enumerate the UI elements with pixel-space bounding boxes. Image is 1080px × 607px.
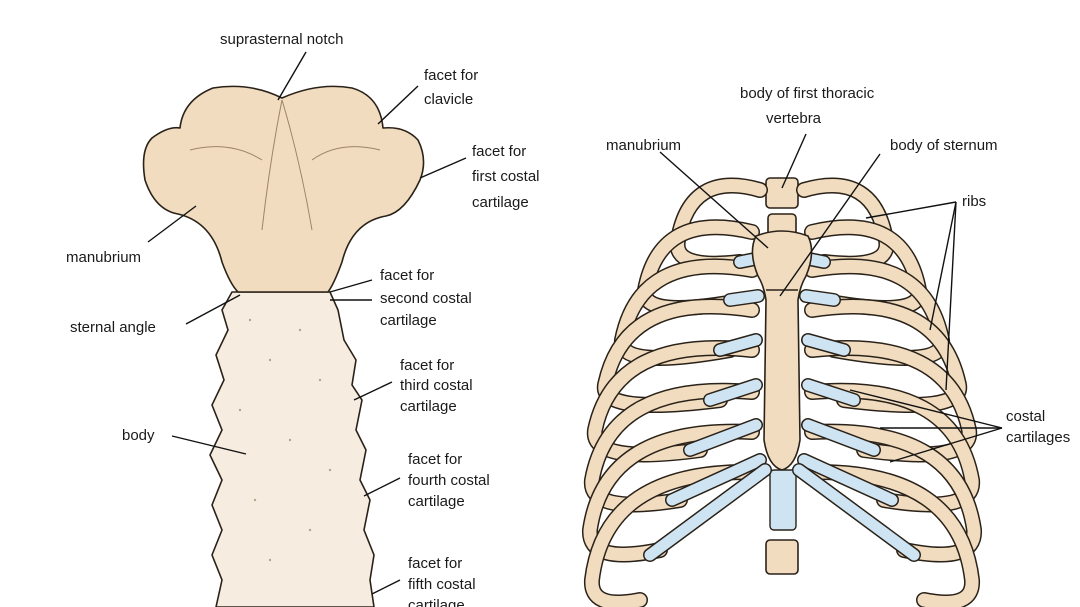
costal-cartilages-shapes <box>643 251 921 562</box>
sternum-illustration: suprasternal notch facet for clavicle fa… <box>66 31 540 607</box>
label-facet-clavicle-1: facet for <box>424 67 478 84</box>
left-leader-lines <box>147 51 467 595</box>
label-suprasternal-notch: suprasternal notch <box>220 31 343 48</box>
label-facet-first-1: facet for <box>472 143 526 160</box>
label-facet-fifth-1: facet for <box>408 555 462 572</box>
label-facet-fifth-2: fifth costal <box>408 576 476 593</box>
manubrium-shading <box>189 99 381 231</box>
label-facet-second-1: facet for <box>380 267 434 284</box>
label-facet-clavicle-2: clavicle <box>424 91 473 108</box>
thorax-illustration: body of first thoracic vertebra manubriu… <box>582 85 1070 607</box>
label-facet-fifth-3: cartilage <box>408 597 465 607</box>
label-costal-2: cartilages <box>1006 429 1070 446</box>
label-body-of-sternum: body of sternum <box>890 137 998 154</box>
ribs-right <box>796 177 982 607</box>
label-facet-second-2: second costal <box>380 290 472 307</box>
label-facet-fourth-1: facet for <box>408 451 462 468</box>
left-labels: suprasternal notch facet for clavicle fa… <box>66 31 540 607</box>
label-facet-first-2: first costal <box>472 168 540 185</box>
right-labels: body of first thoracic vertebra manubriu… <box>606 85 1070 446</box>
label-manubrium-right: manubrium <box>606 137 681 154</box>
label-facet-second-3: cartilage <box>380 312 437 329</box>
body-texture <box>238 318 332 562</box>
label-first-thoracic-1: body of first thoracic <box>740 85 875 102</box>
label-manubrium-left: manubrium <box>66 249 141 266</box>
label-facet-third-3: cartilage <box>400 398 457 415</box>
vertebral-column <box>765 177 799 575</box>
label-costal-1: costal <box>1006 408 1045 425</box>
label-facet-fourth-3: cartilage <box>408 493 465 510</box>
right-leader-lines <box>659 133 1003 463</box>
thorax-sternum <box>751 230 813 471</box>
label-facet-third-1: facet for <box>400 357 454 374</box>
label-body: body <box>122 427 155 444</box>
manubrium-shape <box>142 85 425 293</box>
label-first-thoracic-2: vertebra <box>766 110 822 127</box>
ribs-left <box>582 177 768 607</box>
label-facet-fourth-2: fourth costal <box>408 472 490 489</box>
label-ribs: ribs <box>962 193 986 210</box>
label-sternal-angle: sternal angle <box>70 319 156 336</box>
label-facet-third-2: third costal <box>400 377 473 394</box>
sternum-body-shape <box>209 291 375 607</box>
label-facet-first-3: cartilage <box>472 194 529 211</box>
